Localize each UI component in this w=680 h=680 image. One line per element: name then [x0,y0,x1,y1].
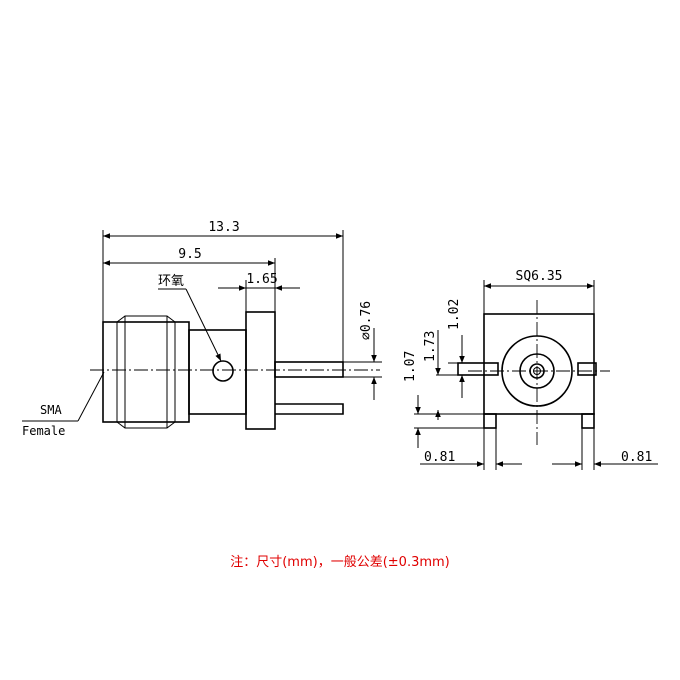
side-pin-left [457,362,499,376]
dim-leg-width-left: 0.81 [424,450,455,465]
dim-body-length: 9.5 [178,247,201,262]
dim-flange-thickness: 1.65 [246,272,277,287]
sma-thread-body [102,321,190,423]
leg-pad-bottom-left [483,413,497,429]
mounting-flange [245,311,276,430]
mounting-leg [275,403,344,415]
square-flange [483,313,595,415]
dim-1-73: 1.73 [423,331,438,362]
dim-leg-width-right: 0.81 [621,450,652,465]
side-pin-right [577,362,597,376]
type-label-sma: SMA [40,403,62,417]
dim-1-07: 1.07 [403,351,418,382]
epoxy-label: 环氧 [158,274,184,289]
side-view: 13.3 9.5 1.65 环氧 ⌀0.76 SMA Female [22,220,382,438]
dim-pin-diameter: ⌀0.76 [359,301,374,340]
dim-1-02: 1.02 [447,299,462,330]
leg-pad-bottom-right [581,413,595,429]
type-label-female: Female [22,424,65,438]
tolerance-note: 注：尺寸(mm)，一般公差(±0.3mm) [230,555,450,570]
center-pin [274,361,344,378]
dim-square-size: SQ6.35 [516,269,563,284]
connector-rear-body [188,329,247,415]
epoxy-ring [212,360,234,382]
dim-overall-length: 13.3 [208,220,239,235]
front-view: SQ6.35 1.02 1.73 1.07 0.81 0.81 [403,269,658,470]
